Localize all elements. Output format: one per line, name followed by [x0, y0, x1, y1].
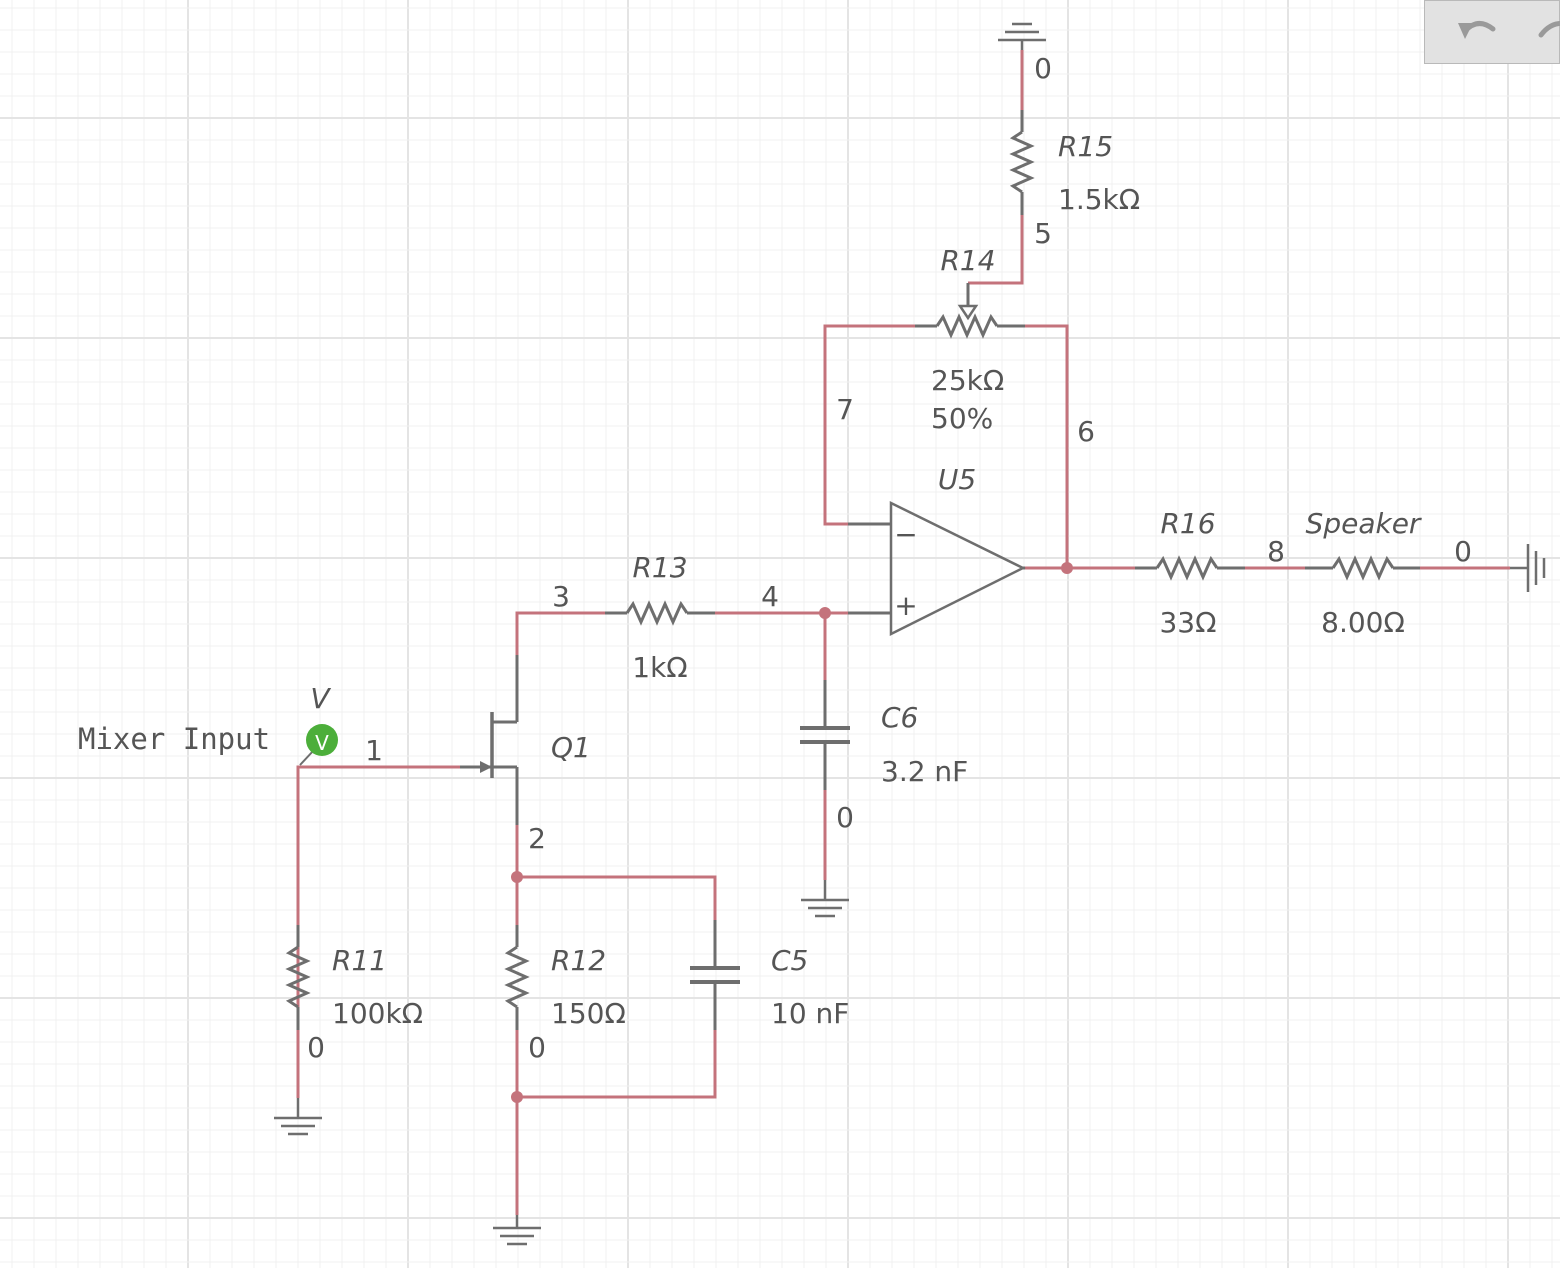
- wire-c5-top[interactable]: [517, 875, 717, 920]
- ground-r12: [493, 1215, 541, 1246]
- r14-value: 25kΩ: [931, 364, 1004, 397]
- junction-r12-c5: [511, 1091, 523, 1103]
- c5-name: C5: [771, 944, 808, 977]
- probe-icon[interactable]: [306, 724, 338, 756]
- probe-name: V: [310, 682, 331, 715]
- resistor-r12[interactable]: [504, 925, 530, 1030]
- redo-icon[interactable]: [1531, 9, 1560, 55]
- wire-node-6[interactable]: [1025, 324, 1069, 568]
- resistor-r15[interactable]: [1009, 110, 1035, 215]
- probe-badge: V: [315, 731, 329, 755]
- potentiometer-r14[interactable]: [915, 283, 1025, 339]
- u5-plus: +: [894, 589, 917, 622]
- c6-name: C6: [881, 701, 918, 734]
- node-label-8: 8: [1267, 535, 1285, 568]
- r11-name: R11: [332, 944, 387, 977]
- r16-name: R16: [1160, 507, 1215, 540]
- u5-name: U5: [938, 463, 976, 496]
- r14-setting: 50%: [931, 402, 993, 435]
- r13-name: R13: [632, 551, 687, 584]
- node-label-2: 2: [528, 822, 546, 855]
- jfet-q1[interactable]: [460, 655, 519, 825]
- wire-node-1[interactable]: [296, 765, 460, 1045]
- node-label-3: 3: [552, 580, 570, 613]
- r11-value: 100kΩ: [332, 997, 423, 1030]
- r15-name: R15: [1058, 130, 1113, 163]
- r12-name: R12: [551, 944, 606, 977]
- junction-node-2: [511, 871, 523, 883]
- speaker-value: 8.00Ω: [1321, 606, 1405, 639]
- labels: V Mixer Input 1 0 2 0 3 4 0 7 6 0 5 8 0 …: [78, 52, 1472, 1064]
- wire-node-5[interactable]: [968, 215, 1024, 285]
- junctions: [511, 562, 1073, 1103]
- r16-value: 33Ω: [1159, 606, 1216, 639]
- node-label-7: 7: [836, 393, 854, 426]
- node-label-6: 6: [1077, 415, 1095, 448]
- probe-label: Mixer Input: [78, 722, 270, 756]
- history-toolbar: [1424, 0, 1560, 64]
- node-label-0-r12: 0: [528, 1031, 546, 1064]
- r13-value: 1kΩ: [632, 651, 687, 684]
- resistor-r16[interactable]: [1135, 555, 1245, 581]
- speaker-resistor[interactable]: [1305, 555, 1420, 581]
- u5-minus: −: [894, 518, 917, 551]
- speaker-name: Speaker: [1306, 507, 1422, 540]
- wire-c5-bottom[interactable]: [517, 1030, 717, 1099]
- ground-c6: [801, 880, 849, 918]
- wire-node-7[interactable]: [823, 324, 915, 526]
- resistor-r13[interactable]: [605, 600, 715, 626]
- undo-icon[interactable]: [1453, 9, 1503, 55]
- node-label-1: 1: [365, 734, 383, 767]
- c6-value: 3.2 nF: [881, 755, 968, 788]
- capacitor-c6[interactable]: [800, 680, 850, 790]
- node-label-0-r11: 0: [307, 1031, 325, 1064]
- junction-node-6: [1061, 562, 1073, 574]
- junction-node-4: [819, 607, 831, 619]
- resistor-r11[interactable]: [285, 925, 311, 1030]
- node-label-0-c6: 0: [836, 801, 854, 834]
- ground-speaker: [1510, 544, 1546, 592]
- r15-value: 1.5kΩ: [1058, 183, 1140, 216]
- node-label-0-speaker: 0: [1454, 535, 1472, 568]
- ground-r11: [274, 1098, 322, 1136]
- c5-value: 10 nF: [771, 997, 849, 1030]
- wire-node-3[interactable]: [515, 611, 605, 655]
- node-label-5: 5: [1034, 217, 1052, 250]
- capacitor-c5[interactable]: [690, 920, 740, 1030]
- q1-name: Q1: [551, 731, 591, 764]
- r12-value: 150Ω: [551, 997, 626, 1030]
- node-label-0-r15: 0: [1034, 52, 1052, 85]
- voltage-probe[interactable]: V: [299, 724, 338, 766]
- opamp-u5[interactable]: [848, 500, 1026, 637]
- ground-r15: [998, 22, 1046, 50]
- r14-name: R14: [940, 244, 995, 277]
- node-label-4: 4: [761, 580, 779, 613]
